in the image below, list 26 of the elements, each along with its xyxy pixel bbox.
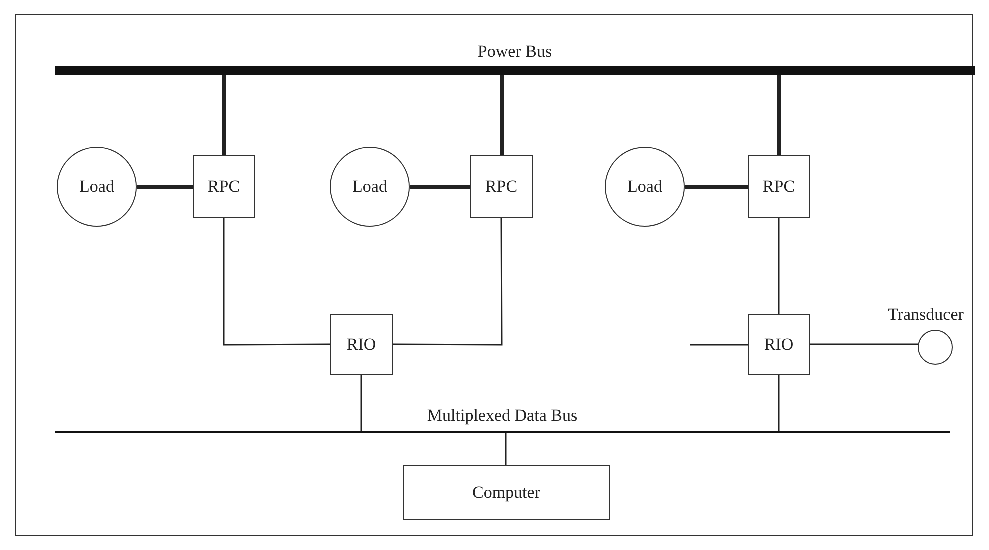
load-circle: Load [57,147,137,227]
connector-line [360,375,362,431]
connector-line [500,75,504,155]
connector-line [777,75,781,155]
connector-line [810,344,918,346]
process-box: RIO [330,314,393,375]
process-box: RPC [470,155,533,218]
connector-line [690,344,748,346]
process-box: RPC [193,155,255,218]
load-circle: Load [605,147,685,227]
connector-line [222,75,226,155]
process-box: RIO [748,314,810,375]
connector-line [410,185,470,189]
connector-line [778,218,780,314]
connector-line [393,218,503,346]
connector-line [137,185,193,189]
bus-label: Power Bus [476,42,554,62]
connector-line [778,375,780,431]
process-box: Computer [403,465,610,520]
connector-line [223,218,330,346]
connector-line [505,433,507,465]
process-box: RPC [748,155,810,218]
transducer-label: Transducer [887,305,965,325]
bus-label: Multiplexed Data Bus [426,406,579,426]
connector-line [685,185,748,189]
load-circle: Load [330,147,410,227]
